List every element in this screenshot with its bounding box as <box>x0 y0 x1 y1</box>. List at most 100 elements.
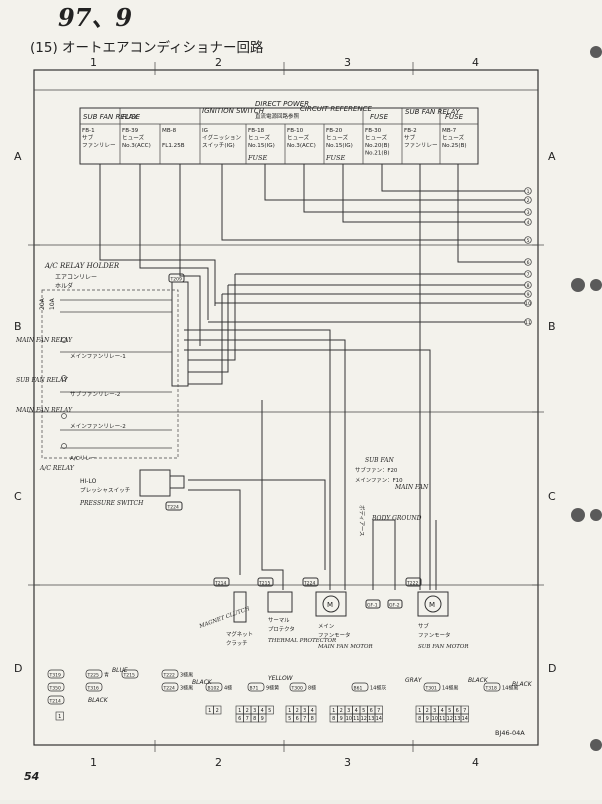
top-box-hw-label: FUSE <box>122 113 141 121</box>
connector-pin <box>55 711 64 721</box>
side-ref-marker <box>524 187 532 195</box>
thermal-label: サーマル <box>268 617 290 624</box>
pressure-switch-label: HI-LO <box>80 478 97 485</box>
top-box-cell-text: FB-10 <box>287 128 304 134</box>
legend-connector-id: T222 <box>163 673 175 679</box>
top-box-cell-text: IG <box>202 128 208 134</box>
side-ref-number: 2 <box>527 198 530 204</box>
legend-connector-badge <box>483 682 501 692</box>
body-ground-hw: BODY GROUND <box>371 515 422 522</box>
connector-pin <box>308 713 317 723</box>
legend-connector-badge <box>47 669 65 679</box>
top-box-cell-text: MB-8 <box>162 128 177 134</box>
relay-hw-4: A/C RELAY <box>39 465 75 472</box>
connector-pin-number: 13 <box>454 716 460 722</box>
legend-connector-badge <box>289 682 307 692</box>
top-box-cell-text: No.15(IG) <box>248 143 275 149</box>
column-label: 3 <box>344 756 351 769</box>
top-box-cell-text: ヒューズ <box>365 134 388 142</box>
top-box-hw-label: DIRECT POWER <box>255 100 309 108</box>
top-box-cell-text: FB-1 <box>82 128 95 134</box>
legend-connector-badge <box>85 669 103 679</box>
connector-pin-number: 1 <box>238 708 241 714</box>
top-box-cell-text: FB-18 <box>248 128 265 134</box>
thermal-label-2: プロテクタ <box>268 625 295 633</box>
binder-holes <box>571 46 602 751</box>
relay-holder-hw-label: A/C RELAY HOLDER <box>44 262 120 270</box>
row-label: D <box>548 662 556 675</box>
connector-pin-number: 10 <box>432 716 438 722</box>
legend-connector-desc: 4極 <box>224 685 232 692</box>
hw-color: BLACK <box>88 697 109 704</box>
connector-pin-number: 8 <box>418 716 421 722</box>
connector-pin-number: 12 <box>361 716 367 722</box>
top-box-cell-text: FB-39 <box>122 128 139 134</box>
component-magnet-clutch: T214 マグネット クラッチ MAGNET CLUTCH <box>198 577 253 647</box>
figure-code: BJ46-04A <box>495 729 525 737</box>
top-box-hw-label: SUB FAN RELAY <box>405 108 460 116</box>
connector-pin-number: 7 <box>463 708 466 714</box>
column-label: 2 <box>215 756 222 769</box>
relay-holder-label: エアコンリレー <box>55 274 97 281</box>
top-box-cell-text: FB-30 <box>365 128 382 134</box>
top-box-hw-label: SUB FAN RELAY <box>83 113 138 121</box>
ground-2: GF-2 <box>389 603 400 609</box>
relay-label-3: メインファンリレー-2 <box>70 423 126 430</box>
connector-pin-number: 7 <box>303 716 306 722</box>
legend-connector-id: T318 <box>485 686 497 692</box>
top-box-cell-text: サブ <box>404 134 416 142</box>
relay-label-4: A/Cリレー <box>70 456 97 462</box>
connector-pin-number: 4 <box>441 708 444 714</box>
top-box-cell-text: ヒューズ <box>248 134 271 142</box>
relay-label-1: メインファンリレー-1 <box>70 353 126 360</box>
connector-pin-number: 2 <box>426 708 429 714</box>
relay-holder-connector: T209 <box>170 277 182 283</box>
column-label: 1 <box>90 756 97 769</box>
column-label: 2 <box>215 56 222 69</box>
row-label: A <box>14 150 22 163</box>
top-box-cell-hw: FUSE <box>325 154 345 162</box>
component-thermal-protector: T215 サーマル プロテクタ THERMAL PROTECTOR <box>257 577 336 644</box>
connector-pin-number: 9 <box>261 716 264 722</box>
magnet-clutch-label-2: クラッチ <box>226 640 248 647</box>
hw-color: BLACK <box>468 677 489 684</box>
top-box-cell-hw: FUSE <box>247 154 267 162</box>
legend-connector-badge <box>85 682 103 692</box>
connector-pin-number: 11 <box>439 716 445 722</box>
magnet-clutch-hw: MAGNET CLUTCH <box>198 606 251 630</box>
page-number: 54 <box>24 770 39 783</box>
row-label: A <box>548 150 556 163</box>
legend-connector-id: T215 <box>123 673 135 679</box>
top-note: 直流電源回路参照 <box>255 112 300 120</box>
connector-pin-number: 5 <box>288 716 291 722</box>
column-labels-bottom: 1 2 3 4 <box>90 756 479 769</box>
side-ref-number: 3 <box>527 210 530 216</box>
connector-pin-number: 4 <box>355 708 358 714</box>
side-ref-marker <box>524 318 532 326</box>
connector-pin-number: 3 <box>253 708 256 714</box>
legend-hw-colors: BLUE BLACK BLACK YELLOW GRAY BLACK BLACK <box>88 667 533 704</box>
connector-pin-number: 3 <box>433 708 436 714</box>
legend-connector-badge <box>247 682 265 692</box>
connector-pin-number: 9 <box>340 716 343 722</box>
page-title: (15) オートエアコンディショナー回路 <box>30 39 264 56</box>
column-label: 4 <box>472 56 479 69</box>
row-label: C <box>14 490 22 503</box>
hw-color: BLACK <box>512 681 533 688</box>
magnet-clutch-label: マグネット <box>226 630 253 638</box>
connector-pin-number: 1 <box>288 708 291 714</box>
relay-holder-label-2: ホルダ <box>55 282 73 290</box>
side-ref-number: 1 <box>527 189 530 195</box>
side-ref-marker <box>524 258 532 266</box>
handwritten-header: 97、9 <box>58 3 132 32</box>
main-fan-hw: MAIN FAN MOTOR <box>317 644 373 650</box>
column-label: 3 <box>344 56 351 69</box>
connector-pin-number: 8 <box>253 716 256 722</box>
hw-color: YELLOW <box>268 675 294 682</box>
hw-color: GRAY <box>405 677 423 684</box>
relay-hw-1: MAIN FAN RELAY <box>15 337 73 344</box>
side-ref-number: 9 <box>527 292 530 298</box>
legend-connector-desc: 3極黒 <box>180 672 193 679</box>
top-box-hw-label: CIRCUIT REFERENCE <box>300 105 373 113</box>
